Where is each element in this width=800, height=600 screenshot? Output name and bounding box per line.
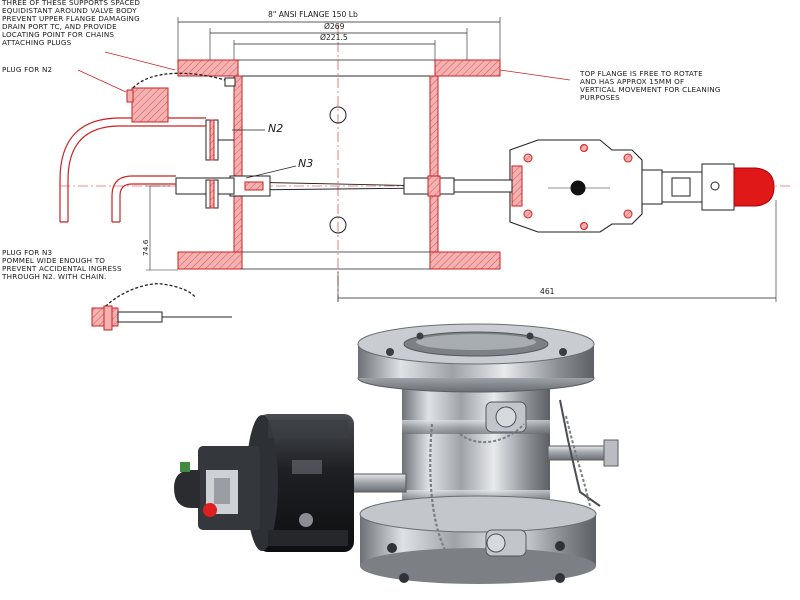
supports-note: THREE OF THESE SUPPORTS SPACED EQUIDISTA… [2,0,141,47]
diameter-221-label: Ø221.5 [320,33,348,42]
n2-tag: N2 [268,122,284,135]
section-drawing [59,17,790,331]
diameter-269-label: Ø269 [324,22,345,31]
width-461-label: 461 [540,287,555,296]
plug-n2-note: PLUG FOR N2 [2,65,53,74]
flange-dimension-label: 8" ANSI FLANGE 150 Lb [268,10,358,19]
n3-tag: N3 [298,157,314,170]
valve-photo [174,323,619,584]
plug-n3-note: PLUG FOR N3 POMMEL WIDE ENOUGH TO PREVEN… [2,248,122,281]
top-flange-note: TOP FLANGE IS FREE TO ROTATE AND HAS APP… [580,69,721,102]
height-746-label: 74.6 [141,239,150,256]
